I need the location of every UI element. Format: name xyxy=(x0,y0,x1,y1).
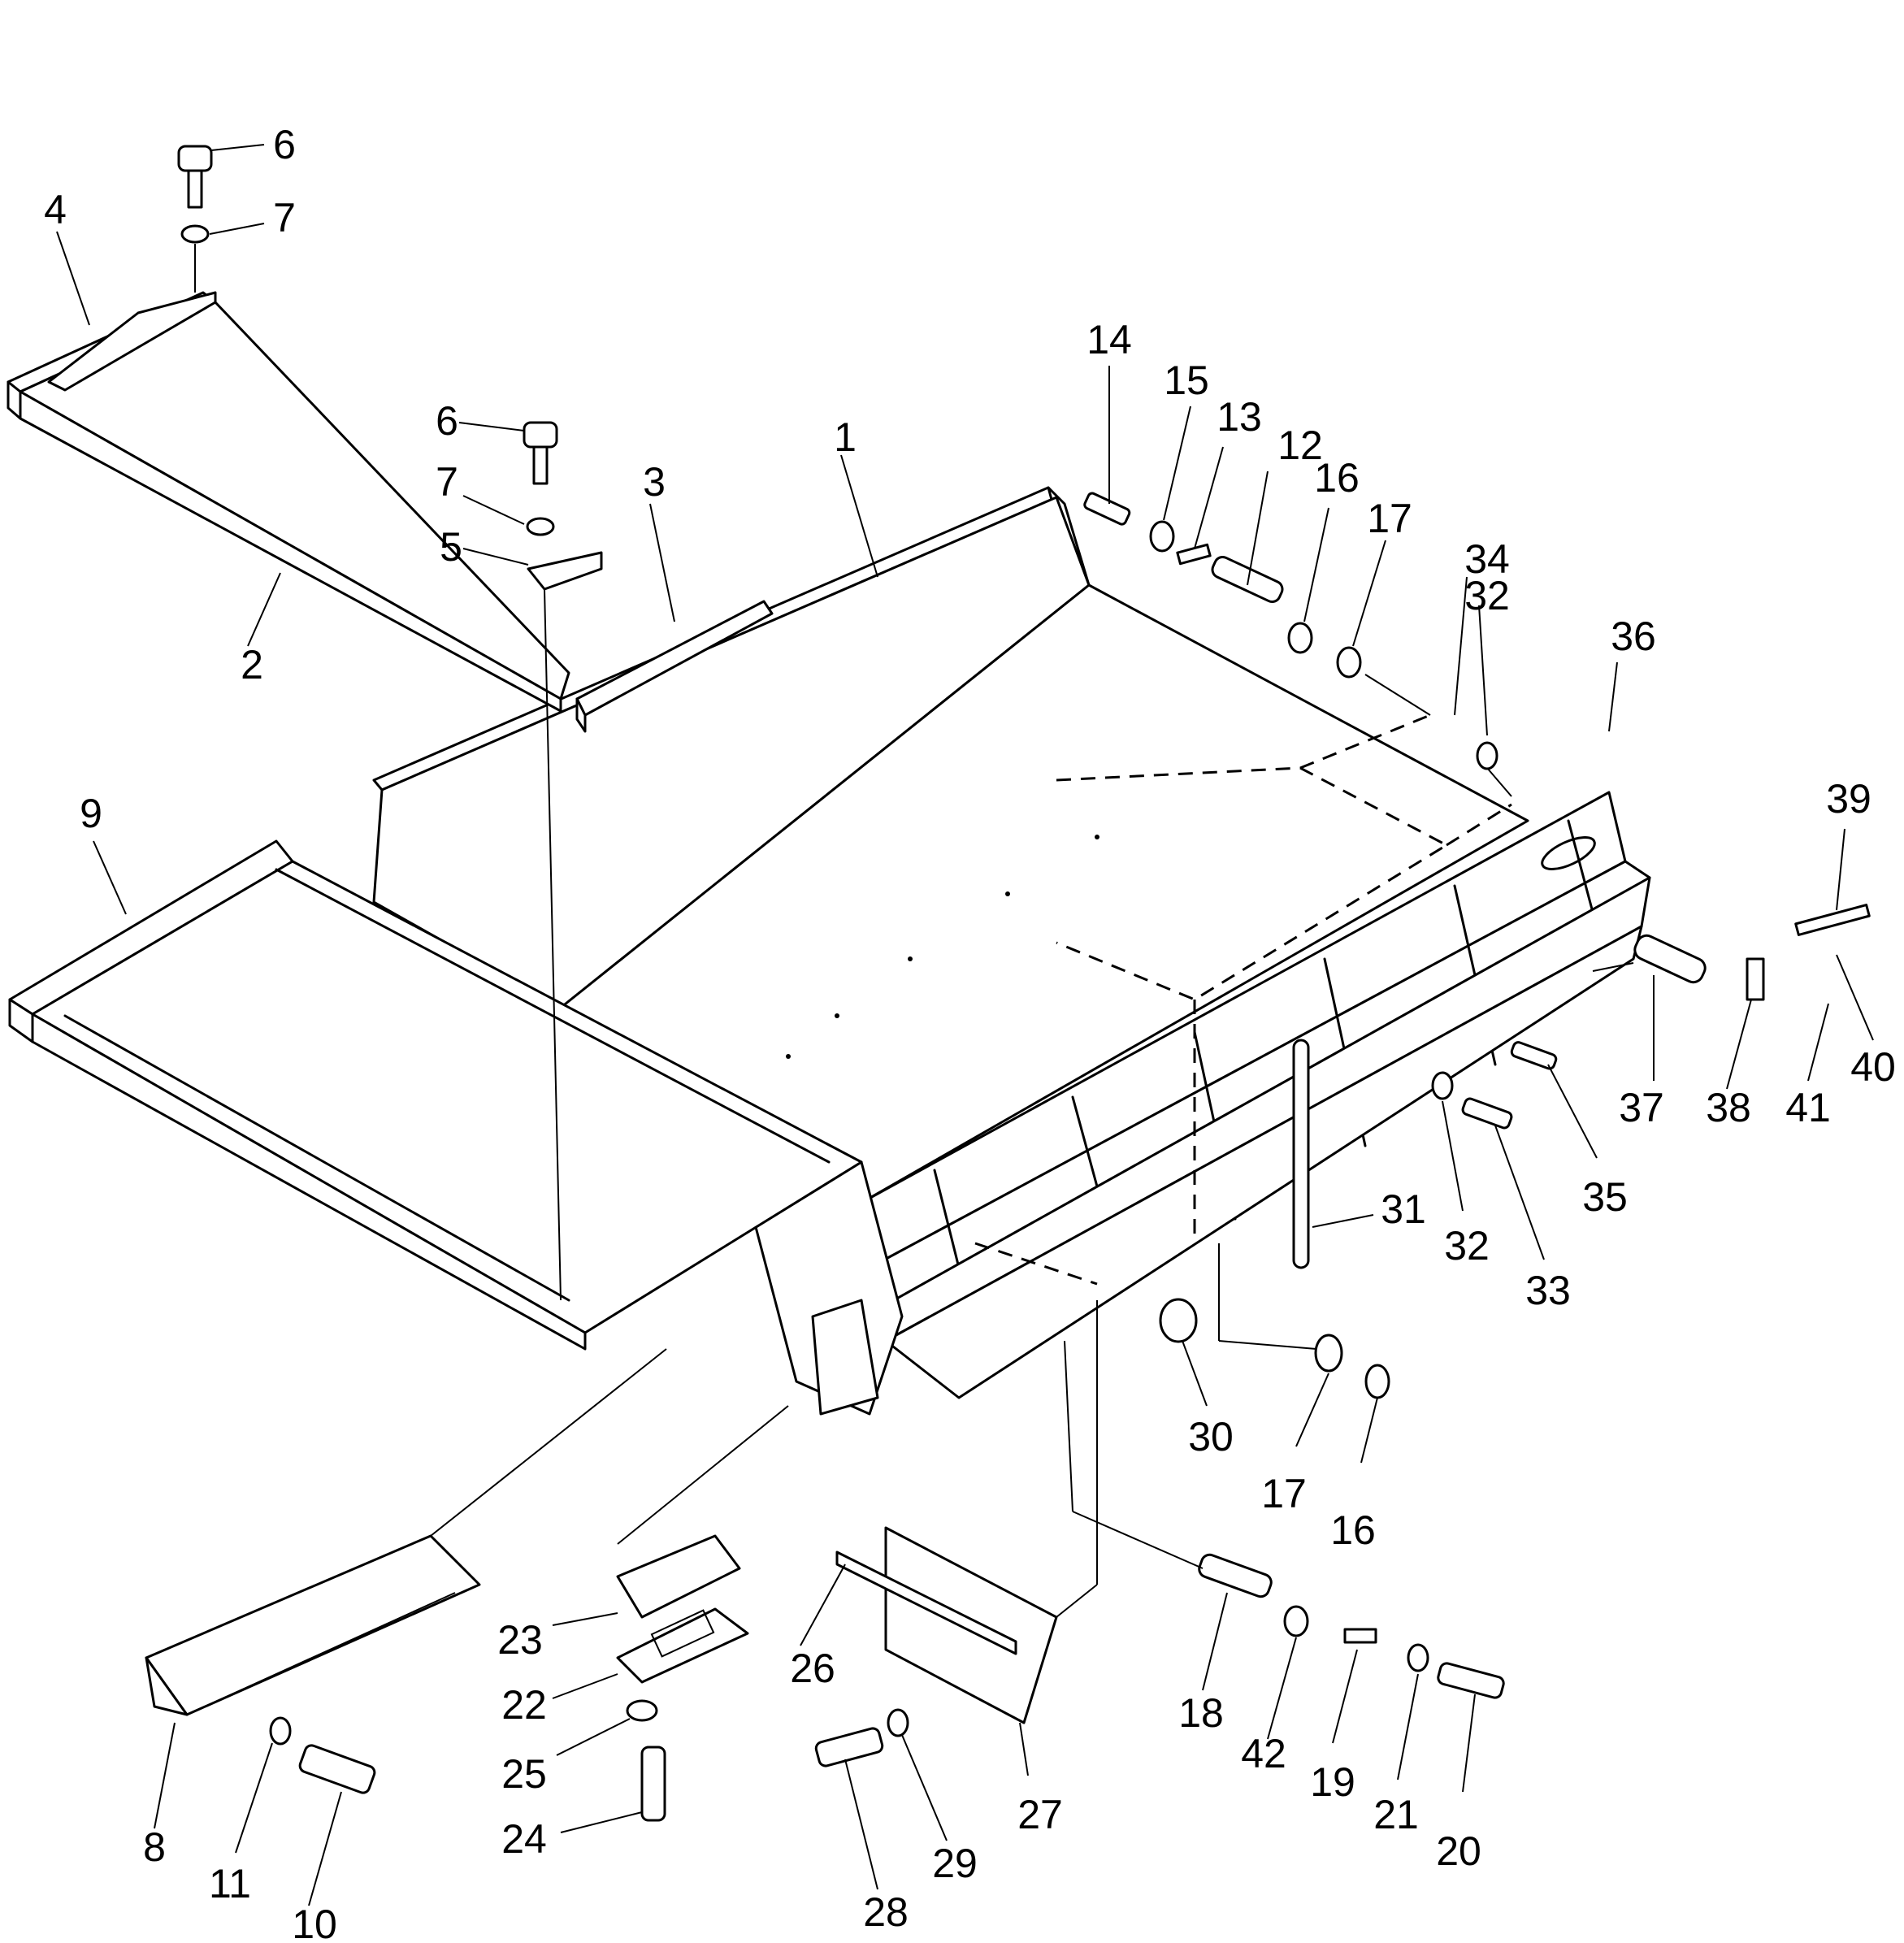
callout-12: 12 xyxy=(1277,423,1323,468)
callout-10: 10 xyxy=(292,1902,337,1943)
callout-20: 20 xyxy=(1436,1828,1481,1874)
callout-16b: 16 xyxy=(1330,1507,1376,1553)
callout-8: 8 xyxy=(143,1824,166,1870)
callout-7b: 7 xyxy=(436,459,458,505)
hidden-subframe xyxy=(974,713,1512,1286)
callout-32b: 32 xyxy=(1444,1223,1490,1269)
callout-24: 24 xyxy=(501,1816,547,1862)
hardware xyxy=(177,145,1871,1822)
top-frame-bar xyxy=(7,291,570,713)
callout-2: 2 xyxy=(241,642,263,687)
lower-strip xyxy=(145,1534,481,1716)
side-strip xyxy=(575,600,774,733)
callout-26: 26 xyxy=(790,1646,835,1691)
callout-leaders xyxy=(56,144,1874,1906)
callout-33: 33 xyxy=(1525,1268,1571,1313)
callout-labels: 1 2 3 4 5 6 6 7 7 8 9 10 11 12 13 14 15 … xyxy=(44,122,1896,1943)
callout-9: 9 xyxy=(80,791,102,836)
callout-22: 22 xyxy=(501,1682,547,1728)
callout-38: 38 xyxy=(1706,1085,1751,1130)
callout-36: 36 xyxy=(1611,614,1656,659)
callout-15: 15 xyxy=(1164,358,1209,403)
callout-13: 13 xyxy=(1217,394,1262,440)
callout-17b: 17 xyxy=(1261,1471,1307,1516)
callout-1: 1 xyxy=(834,414,857,460)
callout-31: 31 xyxy=(1381,1186,1426,1232)
callout-3: 3 xyxy=(643,459,666,505)
plates xyxy=(616,1534,749,1684)
callout-41: 41 xyxy=(1785,1085,1831,1130)
callout-25: 25 xyxy=(501,1751,547,1797)
callout-19: 19 xyxy=(1310,1759,1355,1805)
side-panel xyxy=(8,839,863,1351)
callout-4: 4 xyxy=(44,187,67,232)
callout-27: 27 xyxy=(1017,1792,1063,1837)
callout-29: 29 xyxy=(932,1841,978,1886)
callout-5: 5 xyxy=(440,524,462,570)
callout-17a: 17 xyxy=(1367,496,1412,541)
dump-body xyxy=(372,486,1651,1416)
callout-34: 34 xyxy=(1464,536,1510,582)
callout-6b: 6 xyxy=(436,398,458,444)
callout-32a: 32 xyxy=(1464,573,1510,618)
callout-7a: 7 xyxy=(273,195,296,241)
callout-11: 11 xyxy=(209,1861,251,1906)
callout-30: 30 xyxy=(1188,1414,1234,1459)
alignment-lines xyxy=(194,244,1634,1618)
callout-42: 42 xyxy=(1241,1731,1286,1776)
callout-16a: 16 xyxy=(1314,455,1360,501)
callout-21: 21 xyxy=(1373,1792,1419,1837)
callout-37: 37 xyxy=(1619,1085,1664,1130)
callout-23: 23 xyxy=(497,1617,543,1663)
callout-14: 14 xyxy=(1086,317,1132,362)
callout-35: 35 xyxy=(1582,1174,1628,1220)
callout-28: 28 xyxy=(863,1889,909,1935)
plate-27 xyxy=(835,1526,1058,1724)
callout-40: 40 xyxy=(1850,1044,1896,1090)
callout-6a: 6 xyxy=(273,122,296,167)
callout-39: 39 xyxy=(1826,776,1871,822)
callout-18: 18 xyxy=(1178,1690,1224,1736)
